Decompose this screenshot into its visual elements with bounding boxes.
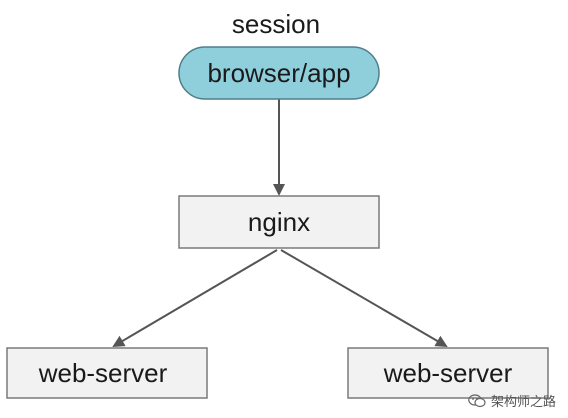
web-server-right-shape — [347, 347, 549, 399]
client-node-label: browser/app — [207, 58, 350, 88]
node-client: browser/app — [178, 46, 380, 100]
web-server-left-label: web-server — [38, 358, 168, 388]
diagram-title: session — [232, 9, 320, 39]
web-server-right-label: web-server — [383, 358, 513, 388]
node-web-server-left: web-server — [6, 347, 208, 399]
edges — [112, 99, 448, 348]
node-web-server-right: web-server — [347, 347, 549, 399]
watermark-text: 架构师之路 — [490, 395, 556, 410]
nginx-node-label: nginx — [248, 207, 310, 237]
edge-nginx-to-web-server-left — [112, 249, 278, 348]
nginx-node-shape — [178, 195, 380, 249]
web-server-left-shape — [6, 347, 208, 399]
wechat-icon — [468, 393, 486, 408]
edge-nginx-to-web-server-right — [280, 249, 448, 348]
watermark: 架构师之路 — [468, 391, 556, 410]
client-node-shape — [178, 46, 380, 100]
node-nginx: nginx — [178, 195, 380, 249]
